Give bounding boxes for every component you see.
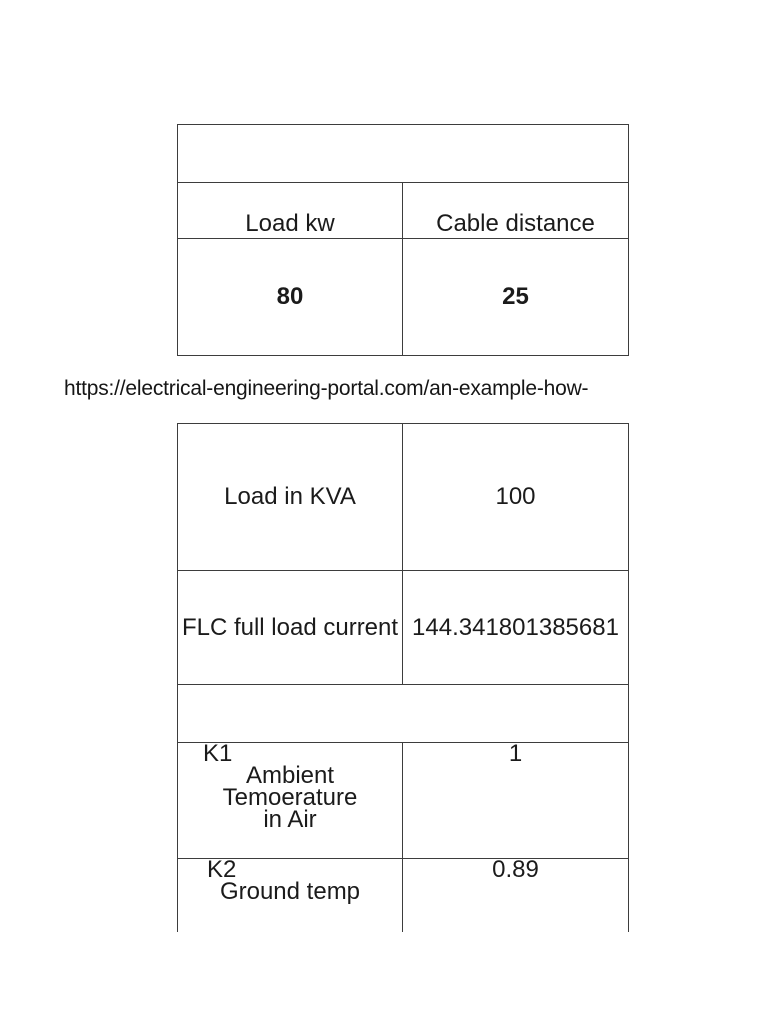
load-input-table: Load kw Cable distance 80 25 — [177, 124, 629, 356]
k1-label-line1: K1 — [203, 742, 233, 767]
load-kw-value-cell: 80 — [177, 238, 403, 356]
table-row: Load in KVA 100 — [177, 423, 629, 571]
empty-merged-cell — [177, 124, 629, 183]
source-url-link[interactable]: https://electrical-engineering-portal.co… — [64, 377, 589, 400]
table-row: Load kw Cable distance — [177, 182, 629, 239]
k1-label-cell: K1 Ambient Temoerature in Air — [177, 742, 403, 859]
flc-label-cell: FLC full load current — [177, 570, 403, 685]
k2-label-line1: K2 — [207, 858, 237, 883]
flc-value-cell: 144.341801385681 — [402, 570, 629, 685]
load-kw-header-cell: Load kw — [177, 182, 403, 239]
table-row: K2 Ground temp 0.89 — [177, 858, 629, 932]
k1-value-cell: 1 — [402, 742, 629, 859]
table-row: FLC full load current 144.341801385681 — [177, 570, 629, 685]
load-kva-label-cell: Load in KVA — [177, 423, 403, 571]
spacer-merged-cell — [177, 684, 629, 743]
k1-label-line2: Ambient Temoerature — [222, 762, 358, 811]
table-row — [177, 684, 629, 743]
cable-distance-value-cell: 25 — [402, 238, 629, 356]
k1-label-line3: in Air — [263, 806, 317, 833]
table-row: 80 25 — [177, 238, 629, 356]
table-row: K1 Ambient Temoerature in Air 1 — [177, 742, 629, 859]
k2-value-cell: 0.89 — [402, 858, 629, 932]
table-row — [177, 124, 629, 183]
k2-label-line2: Ground temp — [219, 878, 361, 905]
load-kva-value-cell: 100 — [402, 423, 629, 571]
cable-distance-header-cell: Cable distance — [402, 182, 629, 239]
calc-table-clip-region: Load in KVA 100 FLC full load current 14… — [177, 423, 633, 932]
calc-table: Load in KVA 100 FLC full load current 14… — [177, 423, 629, 932]
k2-label-cell: K2 Ground temp — [177, 858, 403, 932]
